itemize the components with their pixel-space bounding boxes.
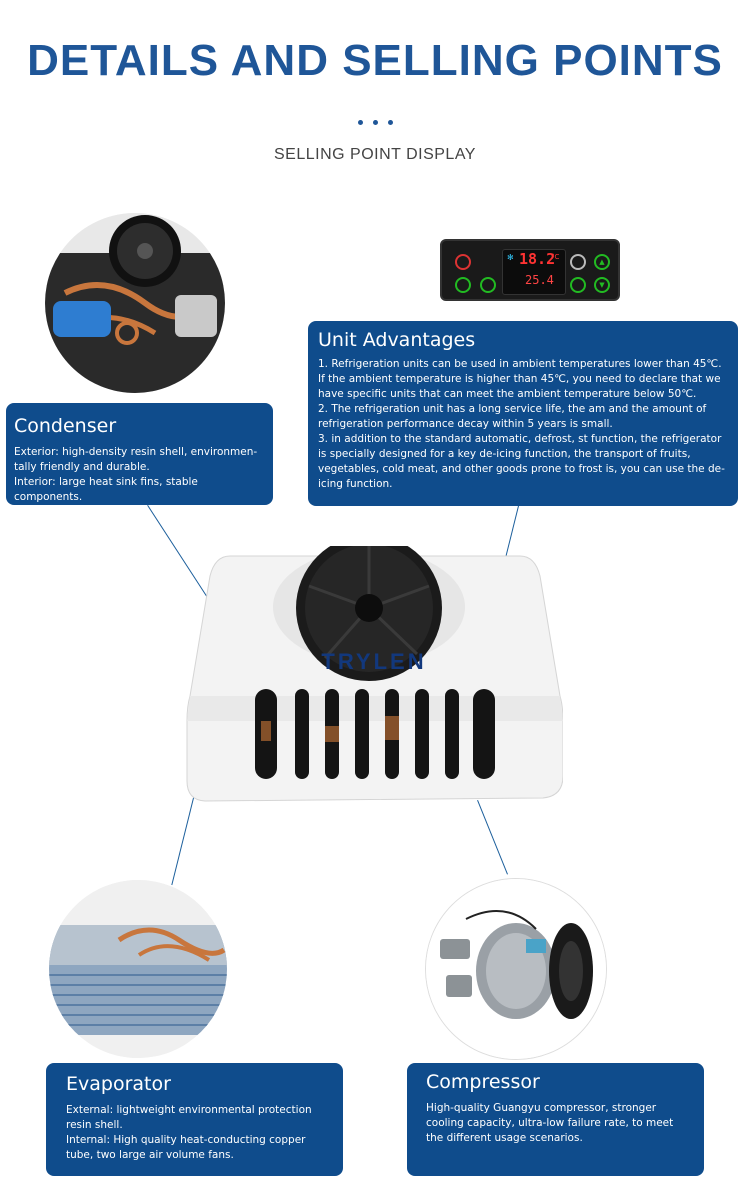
advantage-3: 3. in addition to the standard automatic… [318, 433, 725, 490]
compressor-desc: High-quality Guangyu compressor, stronge… [426, 1102, 674, 1144]
dot [357, 120, 363, 125]
condenser-title: Condenser [14, 415, 117, 437]
secondary-temp-readout: 25.4 [525, 273, 554, 287]
unit-illustration: TRYLEN [185, 535, 564, 804]
advantage-1: 1. Refrigeration units can be used in am… [318, 358, 722, 400]
defrost-icon [455, 277, 471, 293]
condenser-photo [45, 213, 225, 393]
page-title: DETAILS AND SELLING POINTS [27, 36, 723, 85]
temp-unit: °C [551, 253, 560, 261]
compressor-title: Compressor [426, 1071, 540, 1093]
page-subtitle: SELLING POINT DISPLAY [274, 146, 476, 163]
up-arrow-icon: ▲ [594, 254, 610, 270]
dot [387, 120, 393, 125]
unit-advantages-box: Unit Advantages 1. Refrigeration units c… [308, 321, 738, 506]
down-arrow-icon: ▼ [594, 277, 610, 293]
control-panel: ✻ 18.2 °C 25.4 ▲ ▼ [440, 239, 620, 301]
mode-icon [570, 254, 586, 270]
connector-line [477, 800, 508, 875]
settings-icon [480, 277, 496, 293]
condenser-box: Condenser Exterior: high-density resin s… [6, 403, 273, 505]
compressor-photo [425, 878, 607, 1060]
evaporator-external: External: lightweight environmental prot… [66, 1104, 312, 1131]
compressor-box: Compressor High-quality Guangyu compress… [407, 1063, 704, 1176]
evaporator-photo [49, 880, 227, 1058]
main-temp-readout: 18.2 [519, 250, 556, 268]
brand-logo: TRYLEN [321, 649, 427, 674]
snowflake-icon: ✻ [507, 253, 514, 262]
evaporator-internal: Internal: High quality heat-conducting c… [66, 1134, 306, 1161]
condenser-exterior: Exterior: high-density resin shell, envi… [14, 446, 258, 473]
connector-line [171, 789, 196, 886]
condenser-interior: Interior: large heat sink fins, stable c… [14, 476, 198, 503]
advantages-title: Unit Advantages [318, 329, 476, 351]
power-icon [455, 254, 471, 270]
decorative-dots [0, 110, 750, 129]
set-icon [570, 277, 586, 293]
evaporator-box: Evaporator External: lightweight environ… [46, 1063, 343, 1176]
advantage-2: 2. The refrigeration unit has a long ser… [318, 403, 707, 430]
evaporator-title: Evaporator [66, 1073, 171, 1095]
dot [372, 120, 378, 125]
